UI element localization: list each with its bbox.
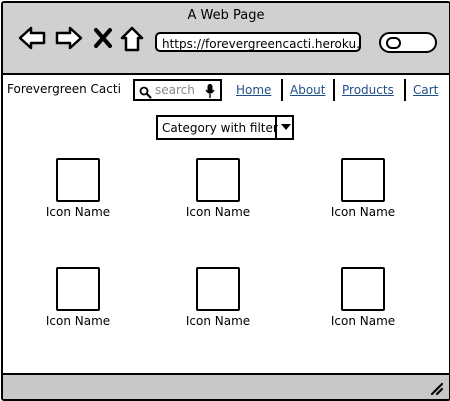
nav-link-products[interactable]: Products xyxy=(342,83,394,97)
url-bar[interactable]: https://forevergreencacti.heroku. xyxy=(155,32,361,52)
browser-titlebar: A Web Page https://forevergreencacti.her… xyxy=(3,3,449,75)
icon-grid-item[interactable]: Icon Name xyxy=(318,158,408,228)
icon-label: Icon Name xyxy=(45,205,111,219)
placeholder-icon xyxy=(56,158,100,202)
icon-label: Icon Name xyxy=(330,205,396,219)
close-x-icon[interactable] xyxy=(92,25,114,51)
category-filter-label: Category with filter xyxy=(162,121,278,135)
chevron-down-icon[interactable] xyxy=(275,115,294,140)
browser-search-field[interactable] xyxy=(379,32,437,53)
placeholder-icon xyxy=(196,158,240,202)
icon-label: Icon Name xyxy=(45,314,111,328)
home-icon[interactable] xyxy=(119,25,145,53)
nav-link-home[interactable]: Home xyxy=(236,83,272,97)
nav-link-about[interactable]: About xyxy=(290,83,326,97)
forward-arrow-icon[interactable] xyxy=(54,25,84,51)
nav-link-cart[interactable]: Cart xyxy=(413,83,439,97)
icon-grid-item[interactable]: Icon Name xyxy=(33,267,123,337)
nav-divider xyxy=(404,79,406,101)
resize-grip-icon[interactable] xyxy=(430,381,444,399)
browser-status-bar xyxy=(3,373,449,399)
icon-label: Icon Name xyxy=(185,314,251,328)
icon-grid-item[interactable]: Icon Name xyxy=(33,158,123,228)
microphone-icon[interactable] xyxy=(205,83,215,103)
icon-grid-item[interactable]: Icon Name xyxy=(173,158,263,228)
nav-divider xyxy=(281,79,283,101)
icon-label: Icon Name xyxy=(185,205,251,219)
back-arrow-icon[interactable] xyxy=(17,25,47,51)
placeholder-icon xyxy=(341,158,385,202)
site-header: Forevergreen Cacti search Home About Pro… xyxy=(3,75,449,105)
icon-label: Icon Name xyxy=(330,314,396,328)
placeholder-icon xyxy=(196,267,240,311)
search-placeholder: search xyxy=(155,83,195,97)
icon-grid-item[interactable]: Icon Name xyxy=(318,267,408,337)
placeholder-icon xyxy=(56,267,100,311)
search-icon xyxy=(386,37,401,49)
magnifier-icon xyxy=(139,84,152,103)
site-brand: Forevergreen Cacti xyxy=(7,82,121,96)
icon-grid-item[interactable]: Icon Name xyxy=(173,267,263,337)
category-filter-dropdown[interactable]: Category with filter xyxy=(156,115,294,140)
placeholder-icon xyxy=(341,267,385,311)
nav-divider xyxy=(333,79,335,101)
site-search-input[interactable]: search xyxy=(133,79,222,101)
window-title: A Web Page xyxy=(187,8,265,23)
